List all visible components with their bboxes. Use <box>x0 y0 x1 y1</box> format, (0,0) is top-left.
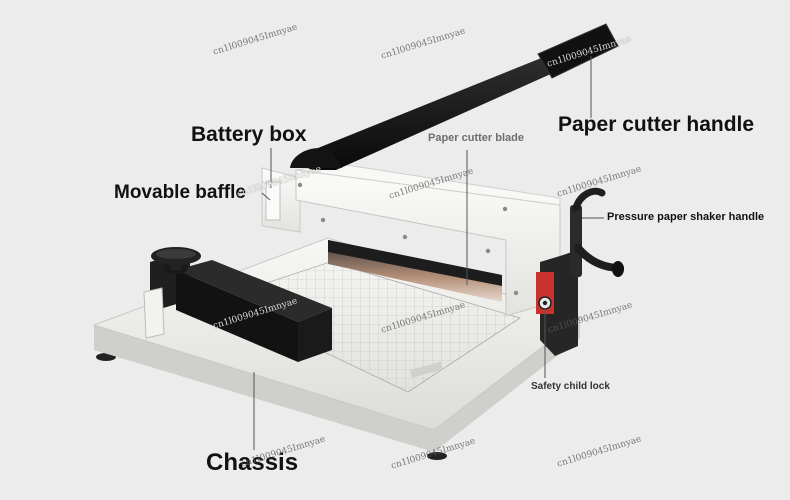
chassis-base-side <box>94 318 580 452</box>
base-label-mark <box>410 361 443 378</box>
lever-pivot <box>290 148 342 168</box>
blade-guard <box>328 240 502 286</box>
frame-screw <box>485 248 491 254</box>
safety-lock-knob-core <box>542 300 548 306</box>
lever-grip <box>537 23 619 79</box>
frame-screw <box>297 182 303 188</box>
label-paper-cutter-blade: Paper cutter blade <box>428 132 524 144</box>
label-safety-child-lock: Safety child lock <box>531 381 610 392</box>
frame-screw <box>513 290 519 296</box>
cutting-grid-outline <box>213 261 521 393</box>
foot-right <box>427 452 447 460</box>
crank-shaft <box>570 205 582 277</box>
battery-box-cover <box>265 181 281 221</box>
baffle-block-end <box>298 308 332 362</box>
label-chassis: Chassis <box>206 449 299 476</box>
baffle-block-top <box>176 260 332 322</box>
frame-screw <box>402 234 408 240</box>
crank-knob <box>612 261 624 277</box>
frame-screw <box>502 206 508 212</box>
baffle-knob-cap-highlight <box>156 249 196 259</box>
label-pressure-paper-shaker-handle: Pressure paper shaker handle <box>607 211 765 223</box>
label-paper-cutter-handle: Paper cutter handle <box>558 113 755 136</box>
label-movable-baffle: Movable baffle <box>114 182 246 203</box>
frame-screw <box>320 217 326 223</box>
baffle-block-front <box>176 270 298 362</box>
label-battery-box: Battery box <box>191 123 307 146</box>
crank-arm-top <box>572 187 606 212</box>
baffle-left-clip <box>143 287 165 339</box>
lever-arm <box>296 40 600 170</box>
leader-movable-baffle <box>261 192 271 201</box>
